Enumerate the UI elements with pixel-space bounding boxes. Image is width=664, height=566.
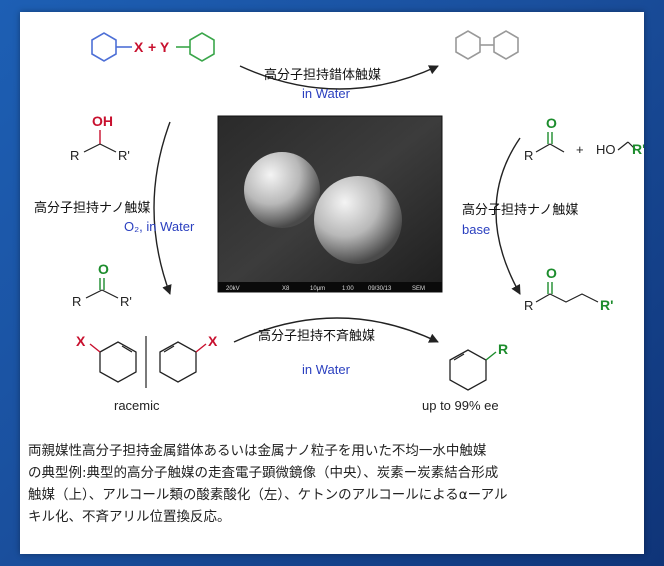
- left-reaction: OH R R' 高分子担持ナノ触媒 O₂, in Water O R R': [34, 113, 195, 309]
- sem-micrograph: 20kV X8 10μm 1:00 09/30/13 SEM: [217, 115, 443, 293]
- left-product-r-prime: R': [120, 294, 132, 309]
- left-product-o: O: [98, 261, 109, 277]
- right-alcohol-ho: HO: [596, 142, 616, 157]
- left-condition-label: O₂, in Water: [124, 219, 195, 234]
- sem-label-1: X8: [282, 286, 290, 292]
- sem-sphere-right: [314, 176, 402, 264]
- right-catalyst-label: 高分子担持ナノ触媒: [462, 202, 578, 218]
- right-arrow: [495, 137, 521, 295]
- biphenyl-ring-right: [493, 30, 519, 60]
- caption-line-2: の典型例:典型的高分子触媒の走査電子顕微鏡像（中央）、炭素ー炭素結合形成: [28, 465, 499, 481]
- sem-label-4: 09/30/13: [368, 286, 392, 292]
- sem-label-3: 1:00: [342, 286, 354, 292]
- sem-label-5: SEM: [412, 286, 425, 292]
- sem-label-0: 20kV: [226, 286, 240, 292]
- right-reaction: O R + HO R' 高分子担持ナノ触媒 base O R R': [462, 115, 644, 313]
- right-product-r-prime: R': [600, 297, 613, 313]
- top-condition-label: in Water: [302, 86, 351, 101]
- cyclohexene-right: [159, 341, 197, 383]
- top-reactant-plus-y: + Y: [148, 39, 170, 55]
- bottom-reaction: X X racemic 高分子担持不斉触媒 in Water R up to 9…: [76, 317, 508, 413]
- right-reactant-o: O: [546, 115, 557, 131]
- bottom-racemic-label: racemic: [114, 398, 160, 413]
- sem-label-2: 10μm: [310, 286, 325, 292]
- caption-line-3: 触媒（上）、アルコール類の酸素酸化（左）、ケトンのアルコールによるαーアル: [28, 487, 508, 503]
- top-arrow: [239, 65, 439, 90]
- bottom-product-r: R: [498, 341, 508, 357]
- benzene-ring-green: [189, 32, 215, 62]
- bottom-catalyst-label: 高分子担持不斉触媒: [258, 328, 375, 344]
- left-product-r: R: [72, 294, 81, 309]
- left-arrow: [153, 121, 172, 295]
- bottom-condition-label: in Water: [302, 362, 351, 377]
- top-reactant-x: X: [134, 39, 144, 55]
- left-reactant-r-prime: R': [118, 148, 130, 163]
- top-reaction: X + Y 高分子担持錯体触媒 in Water: [91, 30, 519, 101]
- benzene-ring-blue: [91, 32, 117, 62]
- left-reactant-r: R: [70, 148, 79, 163]
- biphenyl-ring-left: [455, 30, 481, 60]
- right-alcohol-r: R': [632, 141, 644, 157]
- right-product-r: R: [524, 298, 533, 313]
- figure-panel: X + Y 高分子担持錯体触媒 in Water OH R R' 高分子担持ナノ…: [20, 12, 644, 554]
- bottom-substrate-x-right: X: [208, 333, 218, 349]
- right-reactant-plus: +: [576, 142, 584, 157]
- bottom-ee-label: up to 99% ee: [422, 398, 499, 413]
- left-catalyst-label: 高分子担持ナノ触媒: [34, 200, 150, 216]
- right-condition-label: base: [462, 222, 490, 237]
- bottom-arrow: [233, 317, 439, 343]
- reaction-scheme: X + Y 高分子担持錯体触媒 in Water OH R R' 高分子担持ナノ…: [34, 30, 644, 413]
- sem-sphere-left: [244, 152, 320, 228]
- right-product-o: O: [546, 265, 557, 281]
- caption-line-1: 両親媒性高分子担持金属錯体あるいは金属ナノ粒子を用いた不均一水中触媒: [28, 443, 487, 459]
- cyclohexene-left: [99, 341, 137, 383]
- top-catalyst-label: 高分子担持錯体触媒: [264, 67, 381, 83]
- left-reactant-oh: OH: [92, 113, 113, 129]
- caption-line-4: キル化、不斉アリル位置換反応。: [28, 509, 231, 525]
- cyclohexene-product: [449, 349, 487, 391]
- figure-caption: 両親媒性高分子担持金属錯体あるいは金属ナノ粒子を用いた不均一水中触媒 の典型例:…: [28, 440, 628, 528]
- bottom-substrate-x-left: X: [76, 333, 86, 349]
- right-reactant-r: R: [524, 148, 533, 163]
